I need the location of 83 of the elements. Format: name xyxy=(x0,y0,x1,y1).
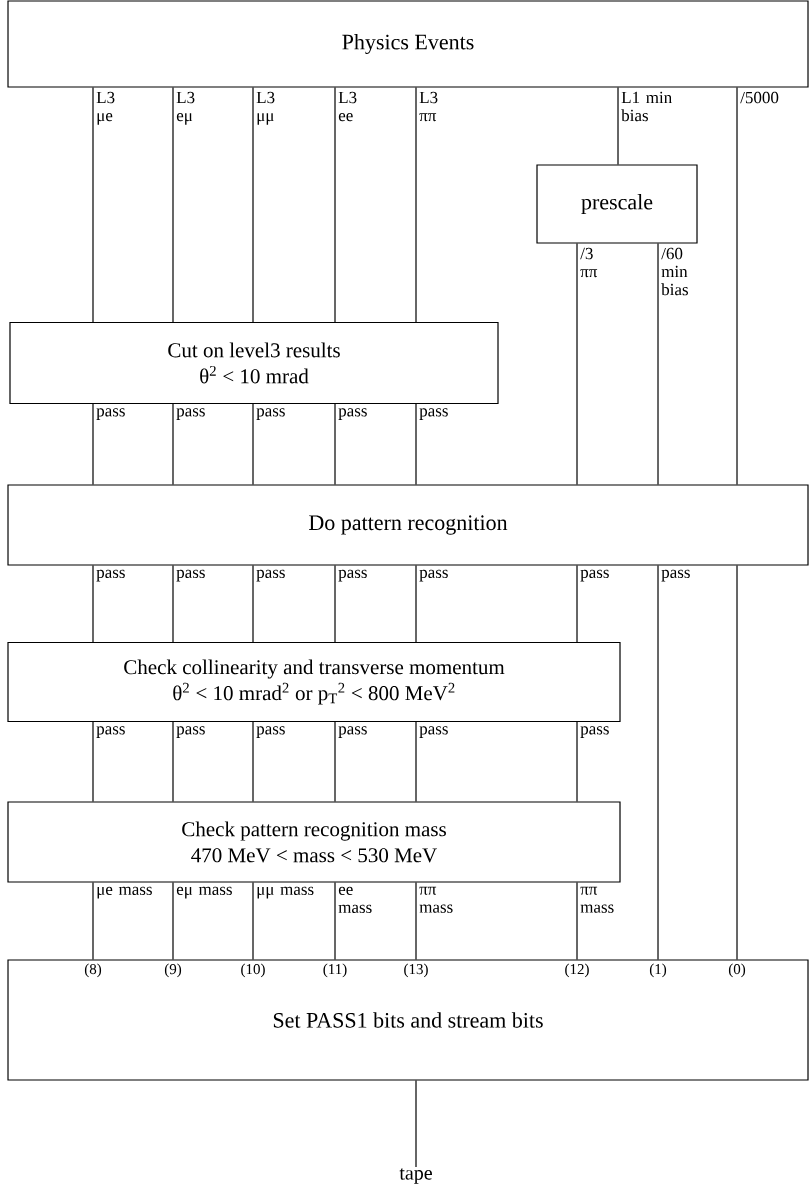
connector-line xyxy=(576,243,578,485)
edge-label: pass xyxy=(580,569,609,582)
edge-label: pass xyxy=(96,569,125,582)
process-box: prescale xyxy=(536,164,698,244)
bit-number: (13) xyxy=(404,963,428,978)
connector-line xyxy=(252,565,254,643)
edge-label: μμ mass xyxy=(257,886,314,899)
edge-label: /3 ππ xyxy=(580,247,598,278)
output-label: tape xyxy=(399,1168,432,1184)
connector-line xyxy=(334,403,336,485)
edge-label: eμ mass xyxy=(176,886,232,899)
connector-line xyxy=(334,87,336,323)
edge-label: pass xyxy=(661,569,690,582)
edge-label: ππ mass xyxy=(580,886,614,913)
edge-label: L3 ee xyxy=(338,91,357,122)
edge-label: pass xyxy=(338,569,367,582)
bit-number: (9) xyxy=(164,963,182,978)
connector-line xyxy=(736,565,738,960)
connector-line xyxy=(92,882,94,960)
bit-number: (8) xyxy=(84,963,102,978)
connector-line xyxy=(172,721,174,802)
connector-line xyxy=(172,87,174,323)
connector-line xyxy=(334,882,336,960)
connector-line xyxy=(415,403,417,485)
connector-line xyxy=(172,565,174,643)
connector-line xyxy=(172,882,174,960)
process-box: Check collinearity and transverse momentum θ$^{2}$ < 10 mrad$^{2}$ or p$_{T}$$^{2}$ < 800 MeV$^{2}$ xyxy=(7,641,621,723)
bit-number: (12) xyxy=(565,963,589,978)
connector-line xyxy=(92,721,94,802)
edge-label: pass xyxy=(176,408,205,420)
edge-label: L3 ππ xyxy=(419,91,438,122)
edge-label: pass xyxy=(338,408,367,420)
connector-line xyxy=(415,1080,417,1168)
edge-label: /60 min bias xyxy=(661,247,688,296)
process-box: Physics Events xyxy=(7,0,809,88)
edge-label: L3 μμ xyxy=(256,91,275,125)
bit-number: (10) xyxy=(241,963,265,978)
connector-line xyxy=(252,721,254,802)
connector-line xyxy=(415,721,417,802)
connector-line xyxy=(415,565,417,643)
connector-line xyxy=(576,882,578,960)
edge-label: pass xyxy=(256,726,285,738)
connector-line xyxy=(576,565,578,643)
connector-line xyxy=(252,87,254,323)
bit-number: (0) xyxy=(728,963,746,978)
connector-line xyxy=(736,87,738,485)
edge-label: pass xyxy=(338,726,367,738)
edge-label: μe mass xyxy=(97,886,152,899)
connector-line xyxy=(252,882,254,960)
edge-label: pass xyxy=(419,408,448,420)
edge-label: L1 min bias xyxy=(621,91,672,122)
connector-line xyxy=(617,87,619,165)
connector-line xyxy=(657,565,659,960)
edge-label: pass xyxy=(419,726,448,738)
connector-line xyxy=(334,565,336,643)
connector-line xyxy=(657,243,659,485)
edge-label: ππ mass xyxy=(419,886,453,913)
connector-line xyxy=(415,882,417,960)
edge-label: pass xyxy=(96,726,125,738)
edge-label: pass xyxy=(256,569,285,582)
edge-label: pass xyxy=(580,726,609,738)
bit-number: (1) xyxy=(649,963,667,978)
connector-line xyxy=(252,403,254,485)
edge-label: pass xyxy=(176,569,205,582)
edge-label: pass xyxy=(176,726,205,738)
edge-label: pass xyxy=(419,569,448,582)
connector-line xyxy=(576,721,578,802)
edge-label: ee mass xyxy=(338,886,372,913)
process-box: Check pattern recognition mass 470 MeV < mass < 530 MeV xyxy=(7,801,621,883)
edge-label: L3 eμ xyxy=(176,91,195,125)
process-box: Do pattern recognition xyxy=(7,484,809,566)
edge-label: /5000 xyxy=(740,91,779,104)
edge-label: pass xyxy=(96,408,125,420)
connector-line xyxy=(415,87,417,323)
bit-number: (11) xyxy=(323,963,347,978)
edge-label: pass xyxy=(256,408,285,420)
connector-line xyxy=(92,565,94,643)
connector-line xyxy=(172,403,174,485)
connector-line xyxy=(92,403,94,485)
connector-line xyxy=(92,87,94,323)
edge-label: L3 μe xyxy=(96,91,115,125)
connector-line xyxy=(334,721,336,802)
process-box: Cut on level3 results θ$^{2}$ < 10 mrad xyxy=(9,321,499,405)
